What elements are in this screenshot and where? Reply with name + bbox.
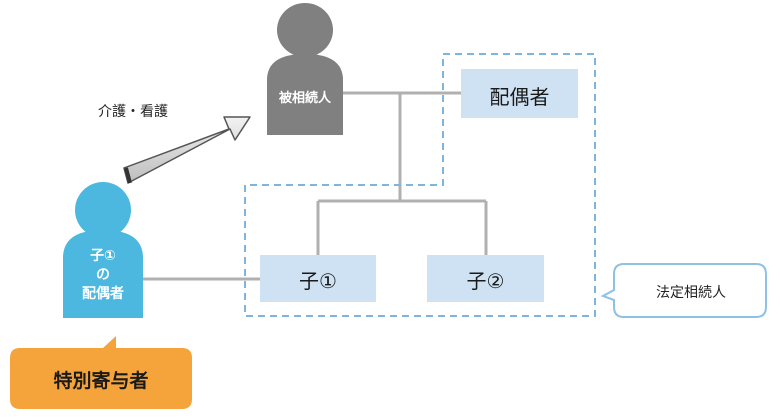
child-spouse-person-icon bbox=[63, 182, 143, 318]
child2-box bbox=[427, 255, 544, 302]
special-contributor-callout bbox=[10, 336, 192, 409]
legal-heirs-callout bbox=[600, 263, 767, 318]
legal-heirs-dashed-region bbox=[244, 53, 596, 317]
family-tree-lines bbox=[143, 91, 488, 281]
child1-box bbox=[260, 255, 376, 302]
decedent-label: 被相続人 bbox=[278, 91, 331, 106]
child-spouse-label-line2: の bbox=[96, 267, 110, 283]
spouse-box bbox=[461, 69, 578, 118]
child2-label: 子② bbox=[466, 269, 505, 293]
arrow-caption: 介護・看護 bbox=[98, 104, 168, 120]
child-spouse-label: 子① の 配偶者 bbox=[63, 247, 143, 304]
caregiving-arrow bbox=[123, 116, 251, 184]
spouse-label: 配偶者 bbox=[489, 85, 550, 109]
child-spouse-label-line1: 子① bbox=[90, 248, 116, 264]
decedent-person-icon bbox=[267, 3, 343, 135]
child-spouse-label-line3: 配偶者 bbox=[82, 286, 124, 302]
child1-label: 子① bbox=[299, 269, 337, 293]
legal-heirs-callout-label: 法定相続人 bbox=[656, 285, 726, 301]
special-contributor-label: 特別寄与者 bbox=[53, 370, 149, 392]
